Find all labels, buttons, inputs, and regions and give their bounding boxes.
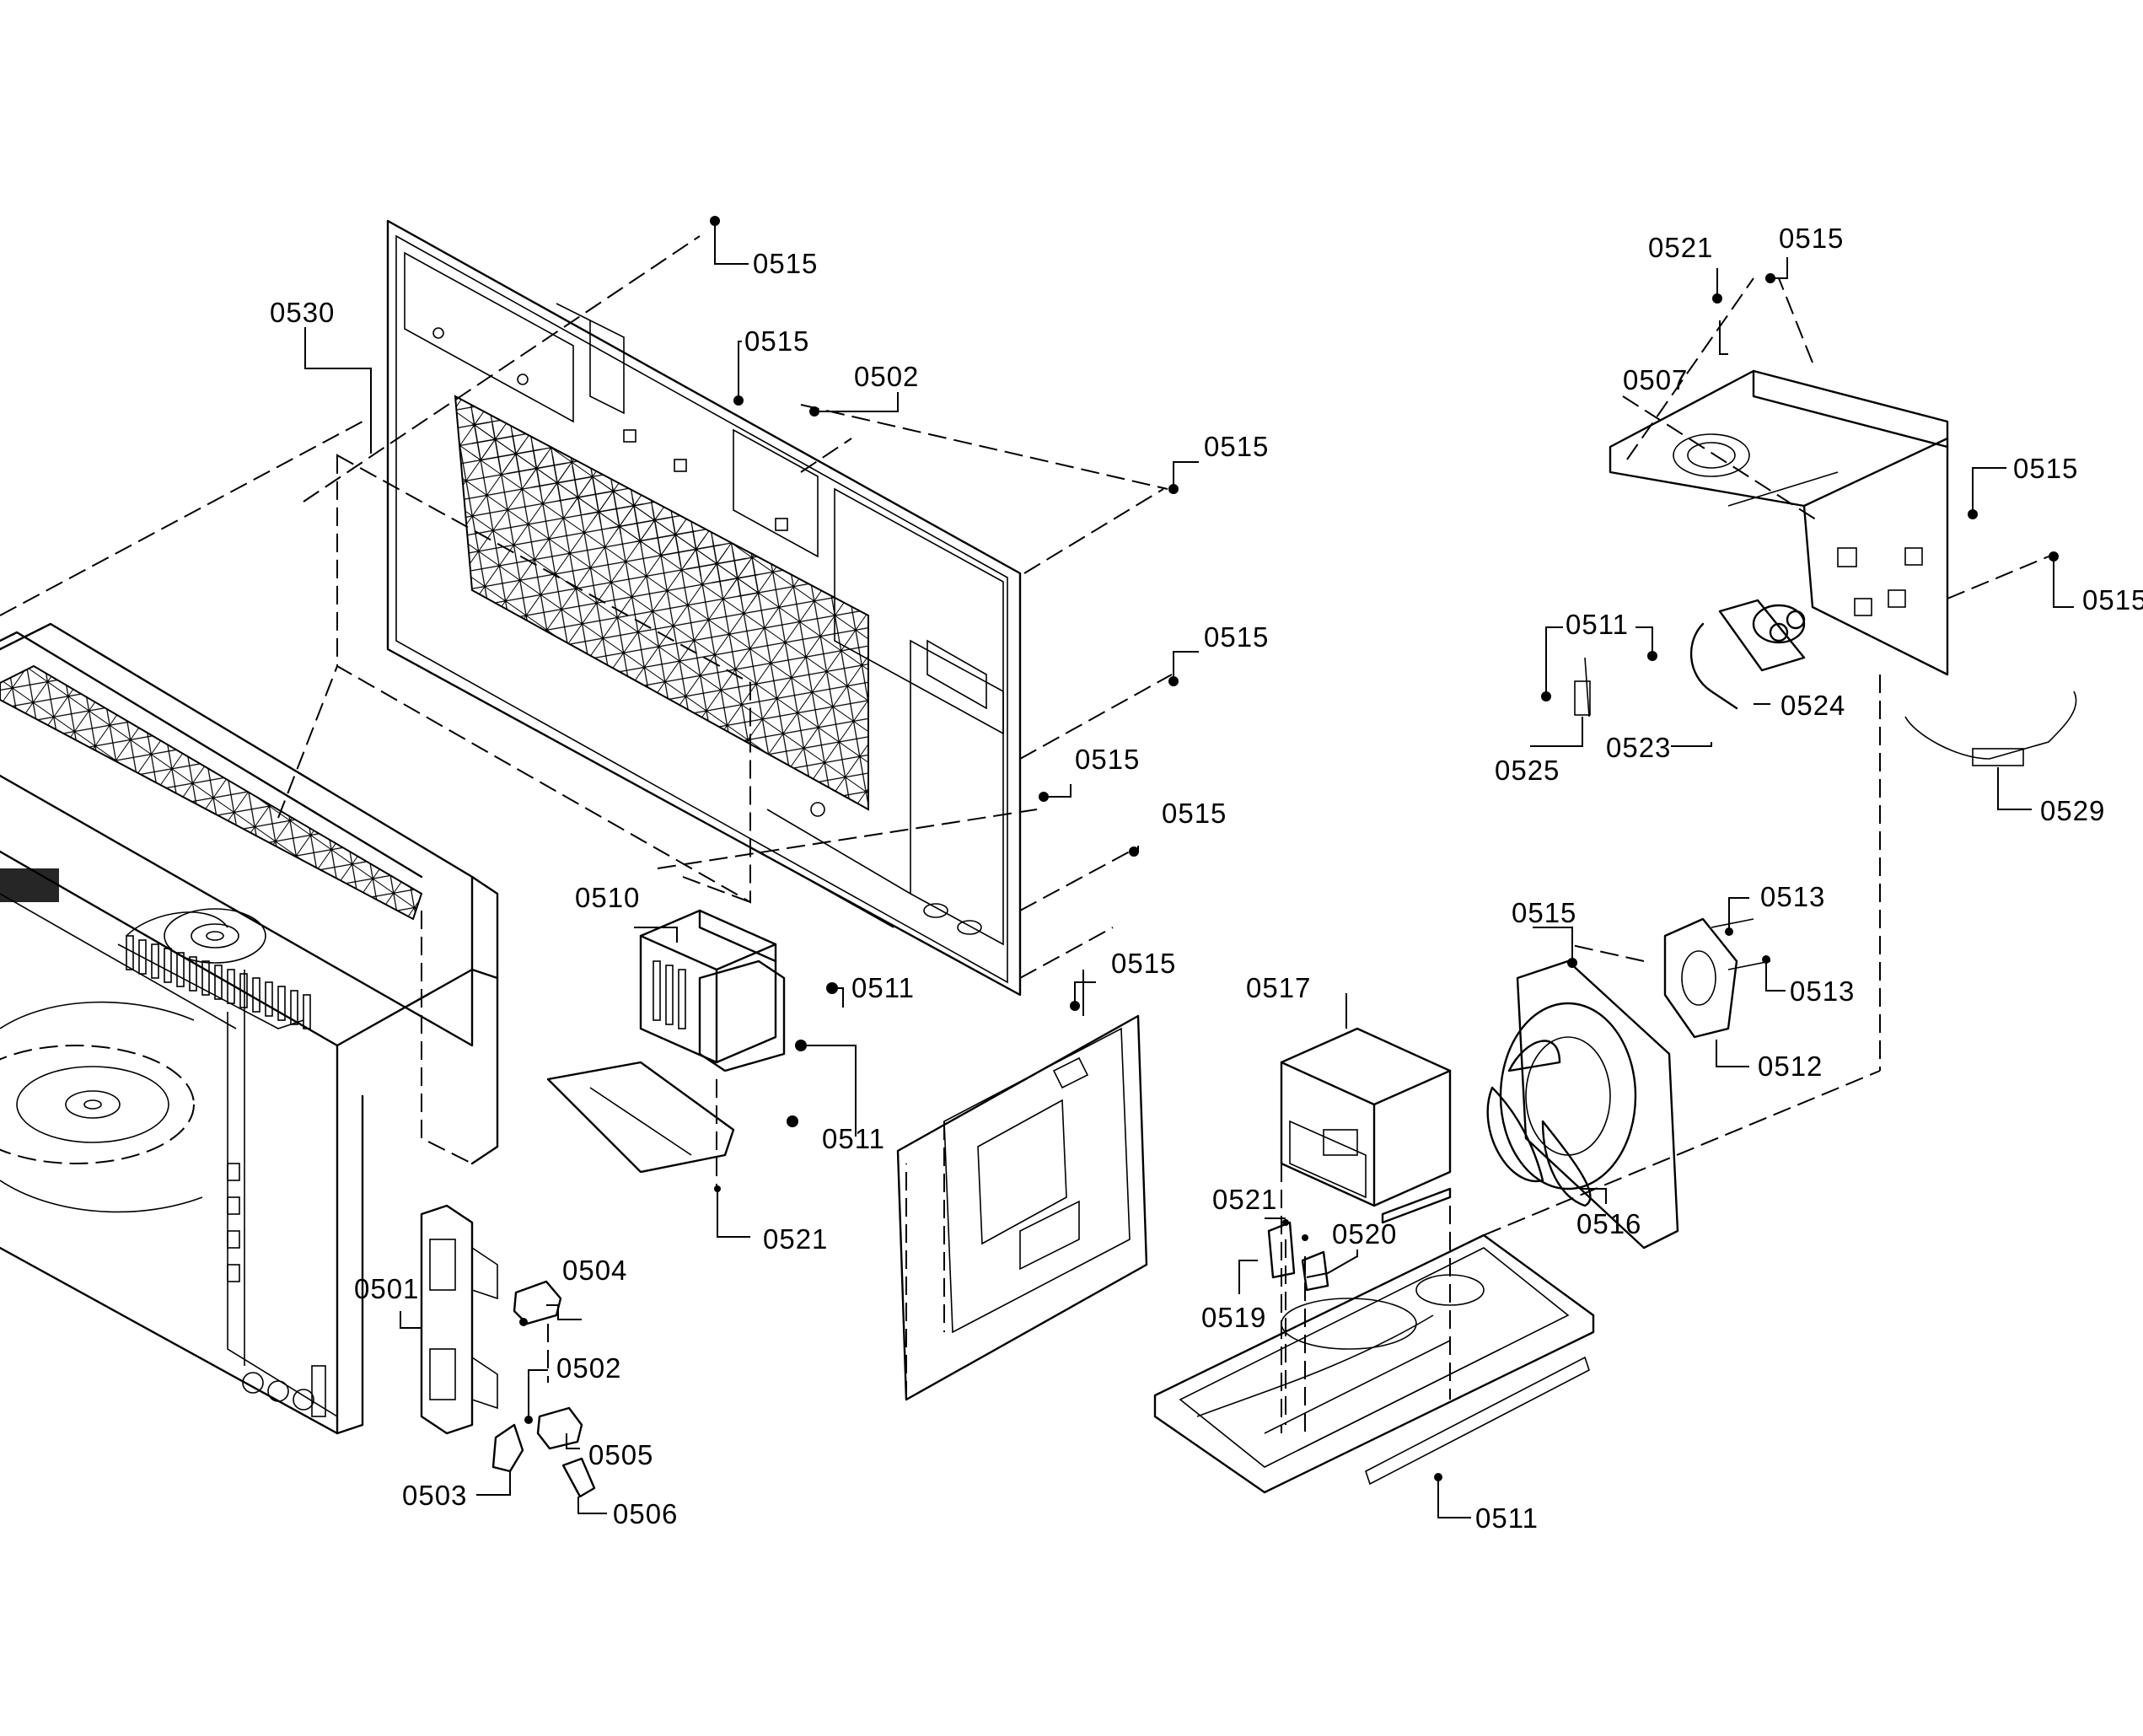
label-0515-cover: 0515: [1111, 948, 1176, 979]
label-0511-base: 0511: [1475, 1502, 1539, 1534]
label-0515-bracket-right: 0515: [2013, 453, 2078, 484]
fasteners: [710, 216, 2059, 1481]
label-0515-panel-top: 0515: [744, 325, 809, 357]
label-0502-switch: 0502: [556, 1352, 621, 1384]
label-0503: 0503: [402, 1480, 467, 1511]
label-0513-lower: 0513: [1790, 975, 1855, 1007]
label-0521-lower: 0521: [1212, 1184, 1277, 1215]
base-plate: [1153, 1070, 1881, 1494]
label-0521-top: 0521: [1648, 232, 1713, 263]
label-0517: 0517: [1246, 972, 1311, 1003]
back-panel: [386, 219, 1022, 997]
upper-bracket: [1609, 369, 1949, 1071]
label-0501: 0501: [354, 1273, 419, 1304]
transformer-0517: [1280, 1027, 1452, 1224]
label-0520: 0520: [1332, 1218, 1397, 1250]
label-0511-lower: 0511: [822, 1123, 885, 1154]
fan-assembly: [1486, 917, 1771, 1250]
switches: [491, 1280, 596, 1498]
label-0511-upper: 0511: [851, 972, 915, 1003]
label-0502-panel: 0502: [854, 361, 919, 392]
leader-lines: [304, 221, 2074, 1518]
label-0515-top: 0515: [753, 248, 818, 279]
label-0515-right-4: 0515: [1162, 798, 1227, 829]
label-0512: 0512: [1758, 1051, 1823, 1082]
label-0530: 0530: [270, 297, 335, 328]
label-0506: 0506: [613, 1498, 678, 1529]
label-0523: 0523: [1606, 732, 1671, 763]
callout-labels: 0515 0530 0515 0502 0515 0515 0515 0515 …: [270, 223, 2143, 1534]
label-0524: 0524: [1780, 690, 1845, 721]
label-0515-right-1: 0515: [1204, 431, 1269, 462]
label-0515-right-2: 0515: [1204, 621, 1269, 653]
oven-cavity: [0, 421, 499, 1435]
side-cover-panel: [896, 1014, 1148, 1401]
brackets-0519-0520: [1267, 1219, 1329, 1433]
label-0525: 0525: [1495, 755, 1560, 786]
label-0515-right-3: 0515: [1075, 744, 1140, 775]
label-0507: 0507: [1623, 364, 1688, 395]
label-0505: 0505: [588, 1439, 653, 1470]
label-0515-bracket-top: 0515: [1779, 223, 1844, 254]
label-0521-left: 0521: [763, 1223, 828, 1255]
label-0529: 0529: [2040, 795, 2105, 826]
switch-assembly-0501: [420, 1204, 498, 1435]
label-0515-edge: 0515: [2082, 584, 2143, 615]
label-0510: 0510: [575, 882, 640, 913]
label-0513-upper: 0513: [1760, 881, 1825, 912]
label-0516: 0516: [1576, 1208, 1641, 1239]
label-0519: 0519: [1201, 1302, 1266, 1333]
label-0515-fan: 0515: [1512, 897, 1576, 928]
transformer-0510: [546, 909, 786, 1174]
label-0504: 0504: [562, 1255, 627, 1286]
label-0511-capacitor: 0511: [1566, 609, 1629, 640]
